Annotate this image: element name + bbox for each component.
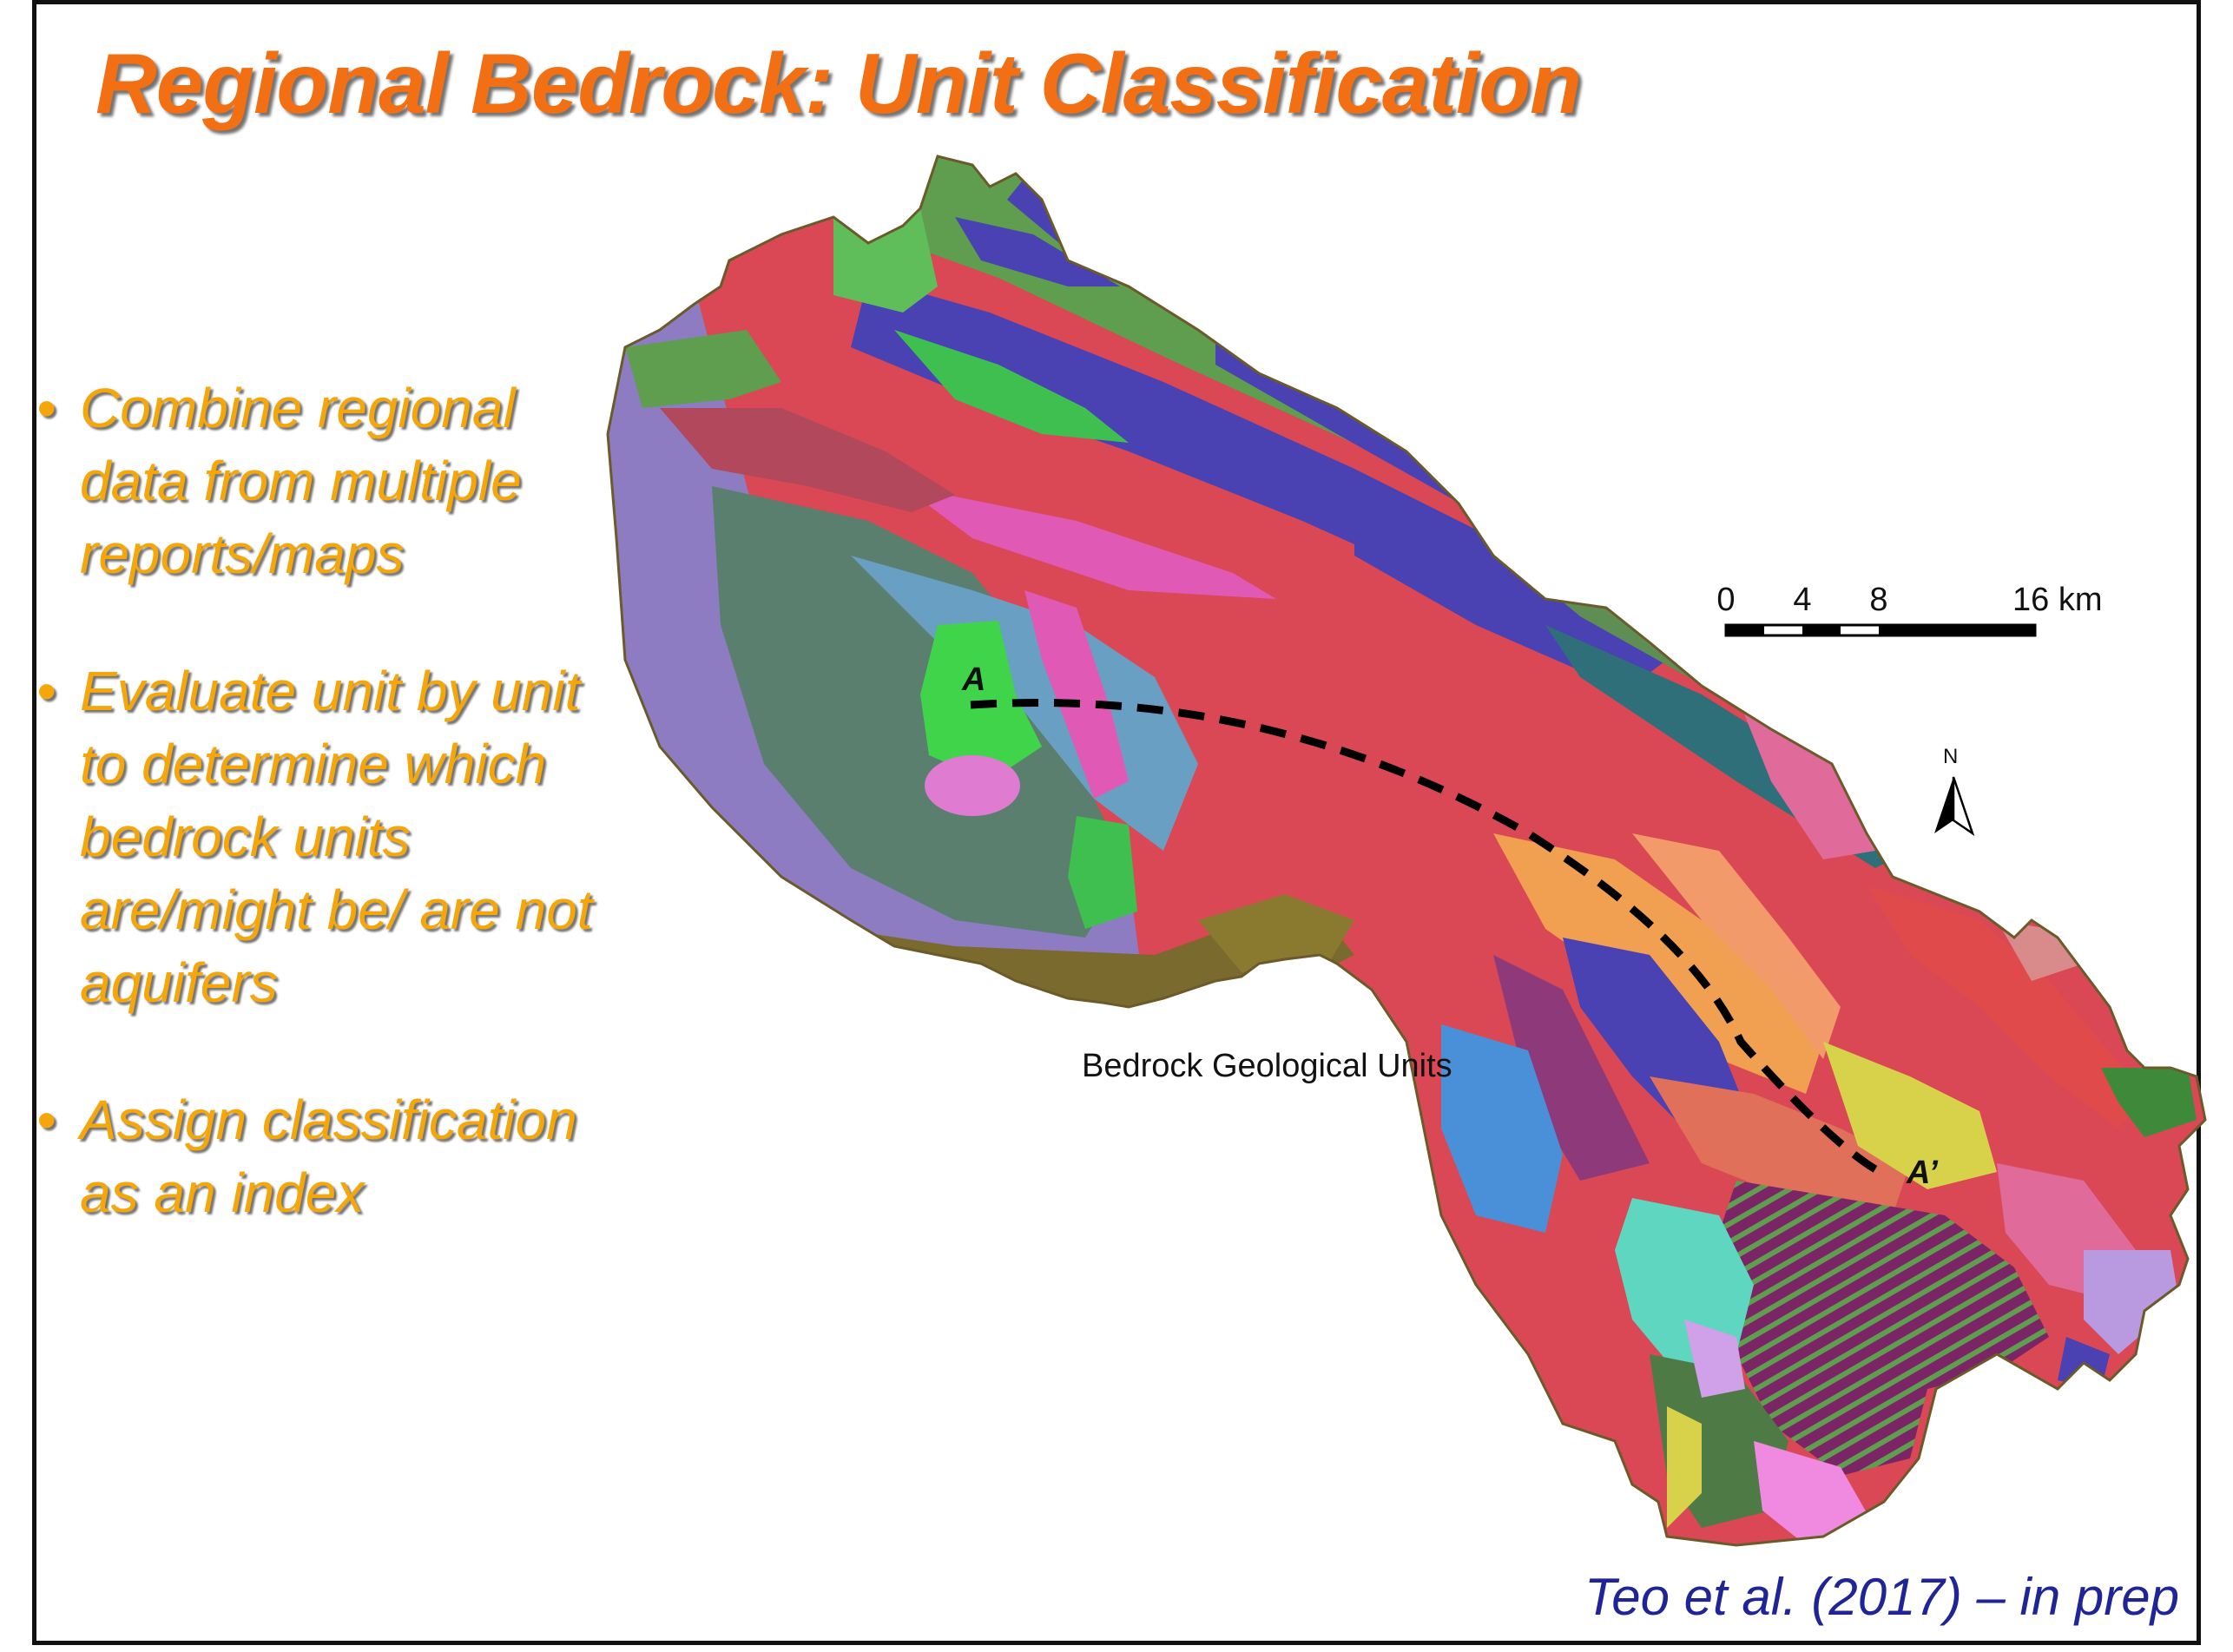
bullet-marker: • [36, 1089, 56, 1151]
bullet-text: Assign classification as an index [80, 1089, 577, 1224]
bullet-item: • Combine regional data from multiple rep… [36, 372, 609, 590]
scale-tick-label: 4 [1793, 582, 1812, 618]
north-label: N [1943, 745, 1959, 768]
bullet-marker: • [36, 377, 56, 439]
bullet-text: Evaluate unit by unit to determine which… [80, 660, 593, 1014]
bullet-marker: • [36, 660, 56, 722]
bullet-list: • Combine regional data from multiple rep… [36, 372, 609, 1293]
scale-bar [1724, 623, 2037, 637]
cross-section-line [970, 698, 1890, 1181]
north-arrow-icon [1934, 776, 1975, 837]
scale-tick-label: 8 [1869, 582, 1888, 618]
map-caption: Bedrock Geological Units [1082, 1048, 1452, 1084]
citation: Teo et al. (2017) – in prep [1584, 1568, 2179, 1626]
cross-section-end-label: A’ [1907, 1155, 1938, 1191]
scale-tick-label: 16 km [2012, 582, 2103, 618]
scale-tick-label: 0 [1716, 582, 1736, 618]
bullet-text: Combine regional data from multiple repo… [80, 377, 522, 585]
cross-section-start-label: A [962, 661, 986, 698]
bullet-item: • Evaluate unit by unit to determine whic… [36, 655, 609, 1019]
slide-title: Regional Bedrock: Unit Classification [96, 36, 1582, 131]
bullet-item: • Assign classification as an index [36, 1083, 609, 1229]
